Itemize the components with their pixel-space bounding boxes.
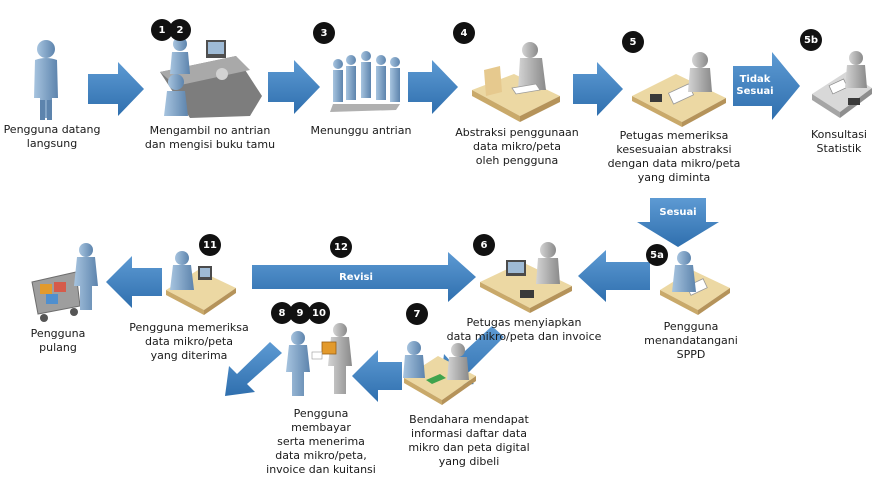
step-badge-1: 1 (151, 19, 173, 41)
arrow-tidak-sesuai (733, 52, 800, 120)
payment-exchange-icon (286, 323, 352, 396)
step-badge-5a: 5a (646, 244, 668, 266)
person-arriving-icon (34, 40, 58, 120)
arrow-7-to-8 (352, 350, 402, 402)
step-label-11: Pengguna memeriksa data mikro/peta yang … (129, 321, 249, 362)
arrow-1-to-3 (268, 60, 320, 114)
arrow-8-to-11 (225, 342, 282, 396)
step-label-6: Petugas menyiapkan data mikro/peta dan i… (446, 316, 602, 343)
step-badge-6: 6 (473, 234, 495, 256)
step-badge-2: 2 (169, 19, 191, 41)
arrow-sesuai (637, 198, 719, 247)
queue-icon (330, 51, 400, 112)
step-badge-11: 11 (199, 234, 221, 256)
treasurer-desk-icon (403, 341, 476, 405)
revisi-label: Revisi (339, 272, 373, 283)
user-writing-icon (472, 42, 560, 122)
officer-checking-icon (632, 52, 726, 127)
arrow-3-to-4 (408, 60, 458, 114)
step-label-5a: Pengguna menandatangani SPPD (644, 320, 738, 361)
arrow-0-to-1 (88, 62, 144, 116)
step-badge-4: 4 (453, 22, 475, 44)
step-badge-12: 12 (330, 236, 352, 258)
sesuai-label: Sesuai (659, 207, 697, 218)
step-label-arrive: Pengguna datang langsung (3, 123, 101, 150)
user-reviewing-icon (166, 251, 236, 315)
tidak-sesuai-label: Tidak Sesuai (736, 74, 774, 97)
step-badge-8: 8 (271, 302, 293, 324)
step-badge-3: 3 (313, 22, 335, 44)
step-label-4: Abstraksi penggunaan data mikro/peta ole… (455, 126, 579, 167)
consultation-desk-icon (812, 51, 872, 118)
step-badge-5: 5 (622, 31, 644, 53)
step-label-home: Pengguna pulang (30, 327, 86, 354)
shopping-cart-icon (31, 243, 98, 322)
user-signing-icon (660, 251, 730, 315)
step-label-5b: Konsultasi Statistik (811, 128, 867, 155)
step-label-7: Bendahara mendapat informasi daftar data… (408, 413, 530, 468)
step-badge-7: 7 (406, 303, 428, 325)
step-label-5: Petugas memeriksa kesesuaian abstraksi d… (607, 129, 741, 184)
arrow-5a-to-6 (578, 250, 650, 302)
step-badge-5b: 5b (800, 29, 822, 51)
step-label-1-2: Mengambil no antrian dan mengisi buku ta… (144, 124, 276, 151)
flow-arrows (88, 52, 800, 402)
step-label-8-9-10: Pengguna membayar serta menerima data mi… (266, 407, 376, 476)
arrow-11-to-13 (106, 256, 162, 308)
step-badge-10: 10 (308, 302, 330, 324)
reception-desk-icon (160, 37, 262, 118)
step-label-3: Menunggu antrian (310, 124, 412, 137)
arrow-revisi (252, 252, 476, 302)
arrow-4-to-5 (573, 62, 623, 116)
officer-computer-icon (480, 242, 572, 313)
step-badge-9: 9 (289, 302, 311, 324)
